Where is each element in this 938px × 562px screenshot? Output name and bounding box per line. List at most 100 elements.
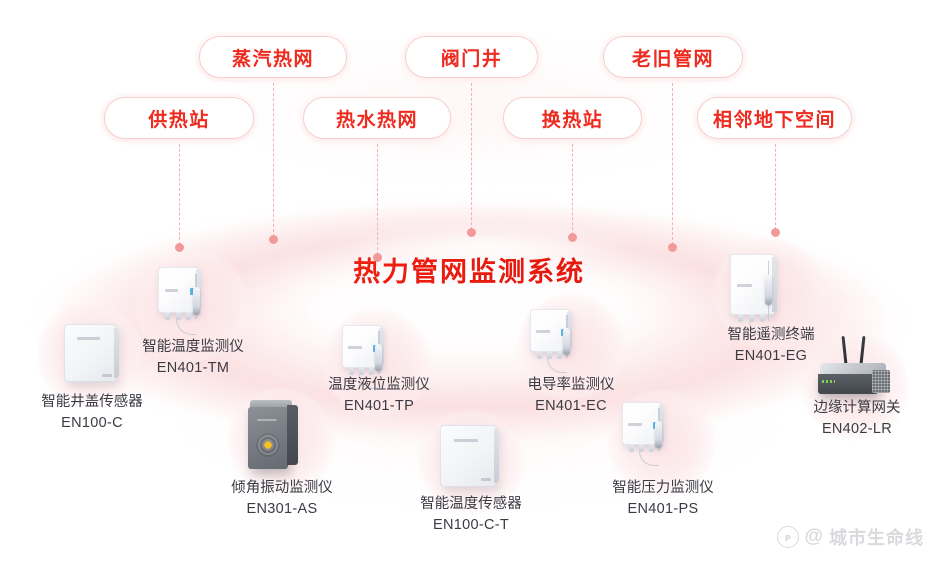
vibration-sensor-side <box>287 405 298 465</box>
page-title: 热力管网监测系统 <box>0 250 938 289</box>
connector-dot-1 <box>175 243 184 252</box>
device-caption-7: 智能压力监测仪 EN401-PS <box>585 478 741 520</box>
device-model: EN100-C-T <box>432 517 510 533</box>
cable-gland <box>629 444 635 453</box>
status-led <box>372 344 377 352</box>
cable-gland <box>547 351 553 360</box>
device-caption-1: 智能井盖传感器 EN100-C <box>5 392 179 434</box>
cable-gland <box>749 313 755 322</box>
manhole-sensor-body <box>440 425 497 487</box>
device-name: 智能温度传感器 <box>420 496 522 512</box>
cable-gland <box>760 313 766 322</box>
device-model: EN301-AS <box>246 501 318 517</box>
device-name: 温度液位监测仪 <box>328 377 430 393</box>
connector-dot-4 <box>467 228 476 237</box>
device-image-3[interactable] <box>248 400 300 472</box>
status-led <box>189 287 194 295</box>
device-image-1[interactable] <box>64 324 122 382</box>
connector-dot-3 <box>373 253 382 262</box>
cable-gland <box>648 444 654 453</box>
device-image-5[interactable] <box>440 425 502 487</box>
brand-mark <box>348 345 362 349</box>
sensor-edge <box>494 429 499 483</box>
vibration-sensor-top <box>250 400 292 409</box>
cable-gland <box>556 351 562 360</box>
brand-mark <box>536 329 550 333</box>
cable-gland <box>185 311 191 320</box>
device-image-9[interactable] <box>816 335 896 404</box>
scene-pill-2[interactable]: 蒸汽热网 <box>199 36 347 78</box>
device-name: 智能遥测终端 <box>727 327 815 343</box>
connector-dot-6 <box>668 243 677 252</box>
gateway-top <box>820 363 886 377</box>
brand-mark <box>164 288 179 292</box>
vibration-dial <box>256 433 280 458</box>
device-caption-3: 倾角振动监测仪 EN301-AS <box>204 478 360 520</box>
cable-gland <box>175 311 181 320</box>
connector-line-2 <box>273 78 275 237</box>
scene-pill-7[interactable]: 相邻地下空间 <box>697 97 852 139</box>
probe-cable <box>547 358 568 374</box>
label-mark <box>480 478 491 482</box>
device-name: 智能压力监测仪 <box>612 480 714 496</box>
cable-gland <box>537 351 543 360</box>
cable-gland <box>368 367 374 376</box>
device-model: EN401-EC <box>535 398 607 414</box>
device-model: EN100-C <box>61 415 123 431</box>
device-image-8[interactable] <box>730 252 792 338</box>
device-image-4[interactable] <box>342 323 406 393</box>
connector-line-1 <box>179 139 181 245</box>
probe-tip <box>192 287 200 316</box>
at-sign: @ <box>804 526 824 547</box>
device-model: EN401-TM <box>156 360 230 376</box>
cable-gland <box>349 367 355 376</box>
brand-mark <box>737 283 753 287</box>
connector-line-4 <box>471 78 473 230</box>
device-model: EN401-TP <box>343 398 415 414</box>
device-model: EN401-PS <box>627 501 699 517</box>
scene-pill-1[interactable]: 供热站 <box>104 97 254 139</box>
connector-line-5 <box>572 139 574 235</box>
brand-mark <box>628 422 642 426</box>
device-image-6[interactable] <box>530 307 594 377</box>
probe-cable <box>175 318 197 335</box>
device-name: 智能温度监测仪 <box>142 339 244 355</box>
device-name: 智能井盖传感器 <box>41 394 143 410</box>
device-name: 电导率监测仪 <box>527 377 615 393</box>
gateway-vent <box>872 370 890 394</box>
device-name: 边缘计算网关 <box>813 400 901 416</box>
scene-pill-4[interactable]: 阀门井 <box>405 36 538 78</box>
connector-dot-2 <box>269 235 278 244</box>
probe-cable <box>639 451 660 467</box>
baidu-paw-icon: ᴘ <box>777 526 800 548</box>
device-caption-6: 电导率监测仪 EN401-EC <box>500 375 642 417</box>
cable-gland <box>639 444 645 453</box>
device-name: 倾角振动监测仪 <box>231 480 333 496</box>
cable-gland <box>738 313 744 322</box>
device-caption-5: 智能温度传感器 EN100-C-T <box>393 494 549 536</box>
scene-pill-5[interactable]: 换热站 <box>503 97 642 139</box>
cable-gland <box>359 367 365 376</box>
status-led <box>652 421 657 429</box>
probe-tip <box>375 344 383 371</box>
manhole-sensor-body <box>64 324 117 382</box>
gateway-leds <box>822 379 836 383</box>
device-image-2[interactable] <box>158 265 224 339</box>
enclosure-side <box>771 257 777 312</box>
connector-line-7 <box>775 139 777 230</box>
brand-mark <box>76 336 100 340</box>
watermark: ᴘ @ 城市生命线 <box>777 524 924 550</box>
connector-line-6 <box>672 78 674 245</box>
probe-tip <box>563 328 571 355</box>
scene-pill-6[interactable]: 老旧管网 <box>603 36 743 78</box>
scene-pill-3[interactable]: 热水热网 <box>303 97 451 139</box>
watermark-text: 城市生命线 <box>829 528 924 548</box>
device-image-7[interactable] <box>622 400 686 470</box>
label-mark <box>102 373 112 377</box>
probe-tip <box>655 421 663 448</box>
device-caption-4: 温度液位监测仪 EN401-TP <box>301 375 457 417</box>
device-model: EN401-EG <box>734 348 808 364</box>
device-caption-8: 智能遥测终端 EN401-EG <box>700 325 842 367</box>
cable-gland <box>165 311 171 320</box>
